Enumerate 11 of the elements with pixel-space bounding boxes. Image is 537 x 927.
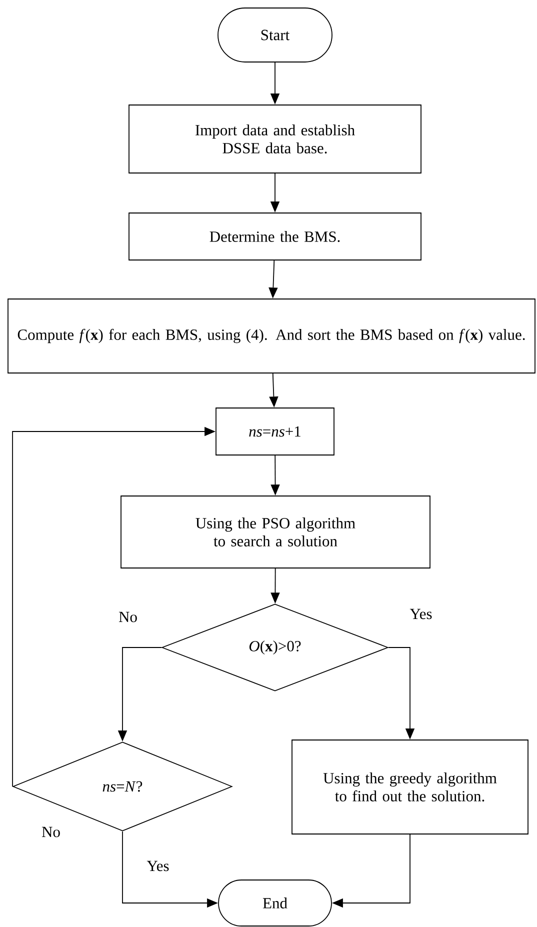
process-box: Import data and establish DSSE data base. <box>128 104 422 174</box>
process-box: ns=ns+1 <box>216 408 334 456</box>
process-box: Determine the BMS. <box>128 212 422 260</box>
start-terminal: Start <box>218 8 332 62</box>
process-box: Compute f(x) for each BMS, using (4). And sort the BMS based on f(x) value. <box>8 298 536 374</box>
edge-label: Yes <box>408 608 434 620</box>
edge-label: No <box>118 610 138 624</box>
edge-label: Yes <box>146 860 170 872</box>
process-box: Using the PSO algorithm to search a solution <box>120 496 430 568</box>
process-box: Using the greedy algorithm to find out the solution. <box>292 740 528 834</box>
end-terminal: End <box>218 880 332 926</box>
